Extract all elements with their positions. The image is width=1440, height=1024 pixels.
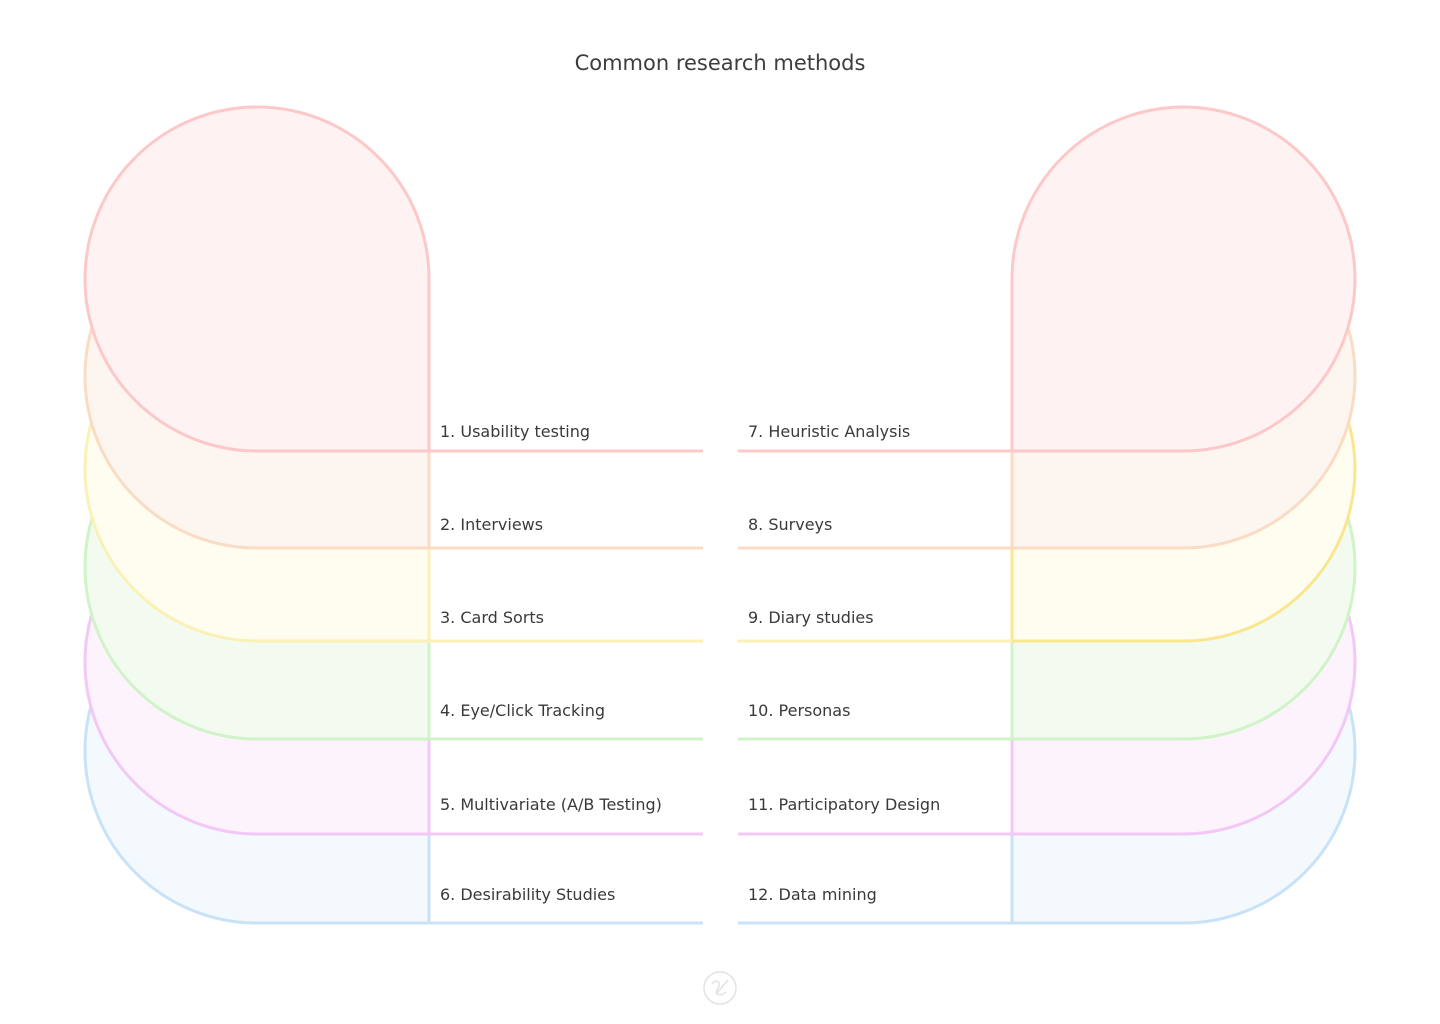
logo-icon — [703, 971, 737, 1005]
left-labels: 1. Usability testing 2. Interviews 3. Card… — [440, 422, 662, 904]
method-label: 10. Personas — [748, 701, 850, 720]
right-labels: 7. Heuristic Analysis 8. Surveys 9. Diary … — [748, 422, 940, 904]
left-shape-1 — [83, 105, 431, 453]
method-label: 7. Heuristic Analysis — [748, 422, 910, 441]
method-label: 4. Eye/Click Tracking — [440, 701, 605, 720]
method-label: 1. Usability testing — [440, 422, 590, 441]
right-shape-1 — [1010, 105, 1357, 453]
left-shapes — [83, 105, 431, 925]
right-underlines — [738, 449, 1012, 925]
method-label: 8. Surveys — [748, 515, 832, 534]
right-shapes — [1010, 105, 1357, 925]
method-label: 9. Diary studies — [748, 608, 874, 627]
left-underlines — [429, 449, 703, 925]
method-label: 3. Card Sorts — [440, 608, 544, 627]
method-label: 11. Participatory Design — [748, 795, 940, 814]
method-label: 5. Multivariate (A/B Testing) — [440, 795, 662, 814]
method-label: 6. Desirability Studies — [440, 885, 615, 904]
page-title: Common research methods — [575, 51, 866, 75]
method-label: 12. Data mining — [748, 885, 877, 904]
method-label: 2. Interviews — [440, 515, 543, 534]
